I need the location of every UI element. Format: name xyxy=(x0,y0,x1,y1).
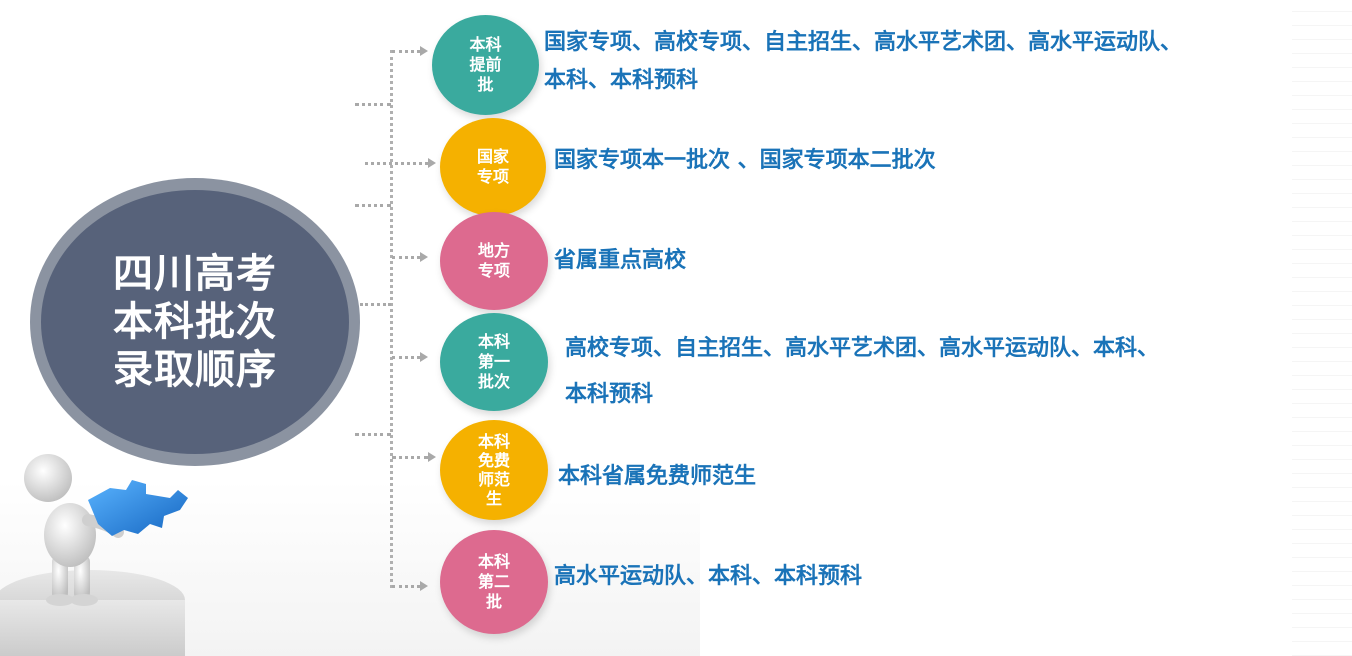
batch-node-difang: 地方 专项 xyxy=(440,212,548,310)
connector-stub xyxy=(360,303,391,306)
branch-line xyxy=(365,162,428,165)
batch-desc-mianfei: 本科省属免费师范生 xyxy=(558,464,757,489)
branch-arrow xyxy=(420,252,428,262)
branch-line xyxy=(392,585,420,588)
batch-desc-dier: 高水平运动队、本科、本科预科 xyxy=(554,564,863,589)
person-with-puzzle-illustration xyxy=(0,454,188,656)
center-circle: 四川高考 本科批次 录取顺序 xyxy=(41,190,349,454)
branch-line xyxy=(392,50,420,53)
background-stripes xyxy=(1292,0,1352,656)
branch-arrow xyxy=(420,352,428,362)
center-title: 四川高考 本科批次 录取顺序 xyxy=(113,251,277,393)
batch-node-label: 本科 提前 批 xyxy=(469,35,502,94)
branch-arrow xyxy=(428,452,436,462)
batch-desc-tiqian: 国家专项、高校专项、自主招生、高水平艺术团、高水平运动队、 本科、本科预科 xyxy=(544,30,1183,93)
batch-node-label: 本科 第一 批次 xyxy=(477,332,510,391)
branch-line xyxy=(392,256,420,259)
batch-desc-guojia: 国家专项本一批次 、国家专项本二批次 xyxy=(554,148,936,173)
branch-arrow xyxy=(428,158,436,168)
connector-stub xyxy=(355,103,391,106)
batch-node-label: 地方 专项 xyxy=(477,241,510,280)
branch-line xyxy=(392,356,420,359)
connector-stub xyxy=(355,204,391,207)
batch-desc-diyi: 高校专项、自主招生、高水平艺术团、高水平运动队、本科、 本科预科 xyxy=(565,336,1160,407)
branch-arrow xyxy=(420,46,428,56)
batch-node-dier: 本科 第二 批 xyxy=(440,530,548,634)
branch-line xyxy=(392,456,428,459)
batch-node-label: 本科 第二 批 xyxy=(477,552,510,611)
batch-node-mianfei: 本科 免费 师范 生 xyxy=(440,420,548,520)
batch-node-label: 国家 专项 xyxy=(476,147,509,186)
batch-desc-difang: 省属重点高校 xyxy=(554,248,687,273)
batch-node-tiqian: 本科 提前 批 xyxy=(432,15,539,115)
connector-trunk xyxy=(390,50,393,588)
batch-node-label: 本科 免费 师范 生 xyxy=(477,432,510,508)
batch-node-diyi: 本科 第一 批次 xyxy=(440,313,548,411)
connector-stub xyxy=(355,433,391,436)
branch-arrow xyxy=(420,581,428,591)
batch-node-guojia: 国家 专项 xyxy=(440,118,546,216)
